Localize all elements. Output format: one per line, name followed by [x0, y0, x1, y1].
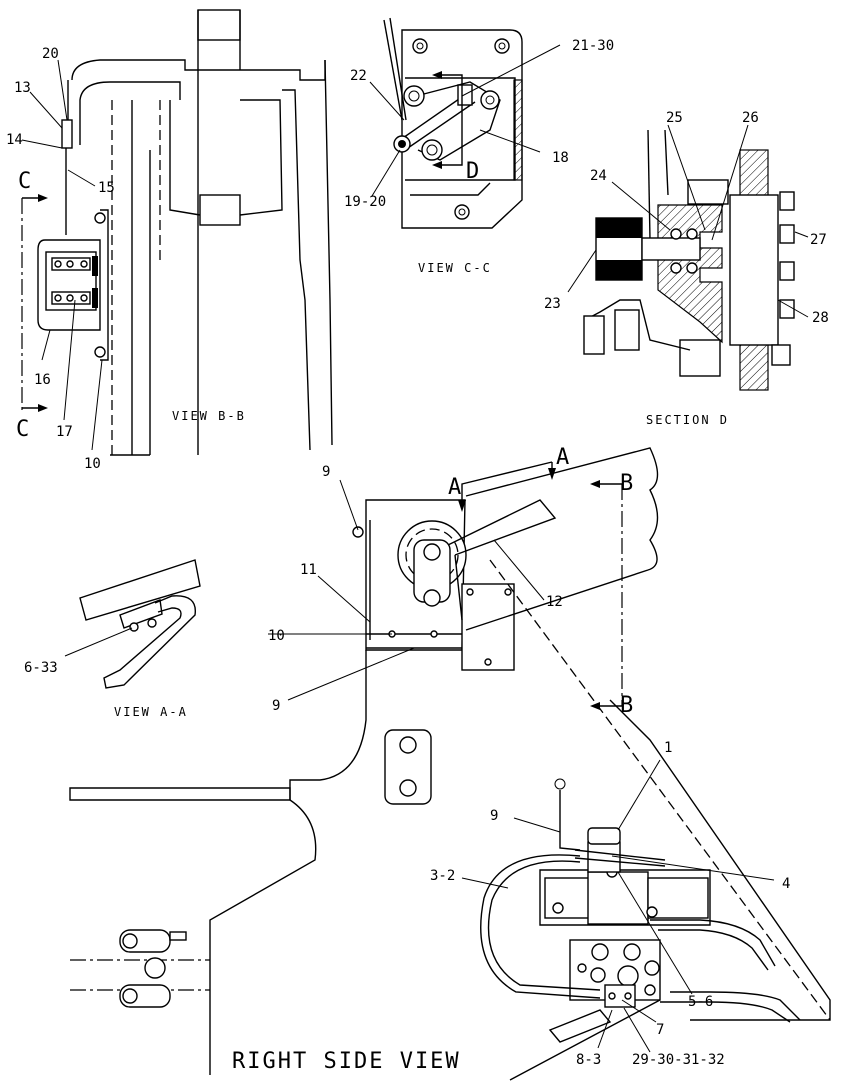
callout-23: 23 [544, 296, 561, 312]
view-aa-label: VIEW A-A [114, 705, 188, 719]
view-bb-label: VIEW B-B [172, 409, 246, 423]
callout-8-3: 8-3 [576, 1052, 601, 1068]
callout-1: 1 [664, 740, 672, 756]
callout-26: 26 [742, 110, 759, 126]
callout-13: 13 [14, 80, 31, 96]
section-marker-c-bottom: C [16, 417, 31, 442]
section-d-label: SECTION D [646, 413, 729, 427]
callout-5-6: 5-6 [688, 994, 713, 1010]
callout-21-30: 21-30 [572, 38, 614, 54]
right-side-view-label: RIGHT SIDE VIEW [232, 1049, 461, 1074]
callout-9-top: 9 [322, 464, 330, 480]
callout-11: 11 [300, 562, 317, 578]
callout-10-bb: 10 [84, 456, 101, 472]
callout-4: 4 [782, 876, 790, 892]
callout-16: 16 [34, 372, 51, 388]
section-marker-d: D [466, 159, 481, 184]
callout-28: 28 [812, 310, 829, 326]
callout-27: 27 [810, 232, 827, 248]
callout-9-mid: 9 [272, 698, 280, 714]
callout-22: 22 [350, 68, 367, 84]
callout-20: 20 [42, 46, 59, 62]
right-side-view-drawing [69, 447, 831, 1081]
section-marker-b-top: B [620, 471, 635, 496]
view-bb-drawing [21, 9, 333, 456]
callout-labels: 20 13 14 15 16 17 10 C C VIEW B-B 22 21-… [6, 38, 829, 1074]
callout-7: 7 [656, 1022, 664, 1038]
section-marker-a-right: A [556, 445, 571, 470]
callout-25: 25 [666, 110, 683, 126]
callout-10-rsv: 10 [268, 628, 285, 644]
callout-19-20: 19-20 [344, 194, 386, 210]
callout-24: 24 [590, 168, 607, 184]
section-d-drawing [567, 124, 809, 391]
callout-12: 12 [546, 594, 563, 610]
view-aa-drawing [64, 559, 201, 689]
callout-15: 15 [98, 180, 115, 196]
callout-3-2: 3-2 [430, 868, 455, 884]
section-marker-a-left: A [448, 475, 463, 500]
section-marker-c-top: C [18, 169, 33, 194]
callout-18: 18 [552, 150, 569, 166]
view-cc-label: VIEW C-C [418, 261, 492, 275]
callout-14: 14 [6, 132, 23, 148]
section-marker-b-bottom: B [620, 693, 635, 718]
callout-9-valve: 9 [490, 808, 498, 824]
view-cc-drawing [369, 17, 561, 229]
callout-29-30-31-32: 29-30-31-32 [632, 1052, 725, 1068]
callout-17: 17 [56, 424, 73, 440]
callout-6-33: 6-33 [24, 660, 58, 676]
